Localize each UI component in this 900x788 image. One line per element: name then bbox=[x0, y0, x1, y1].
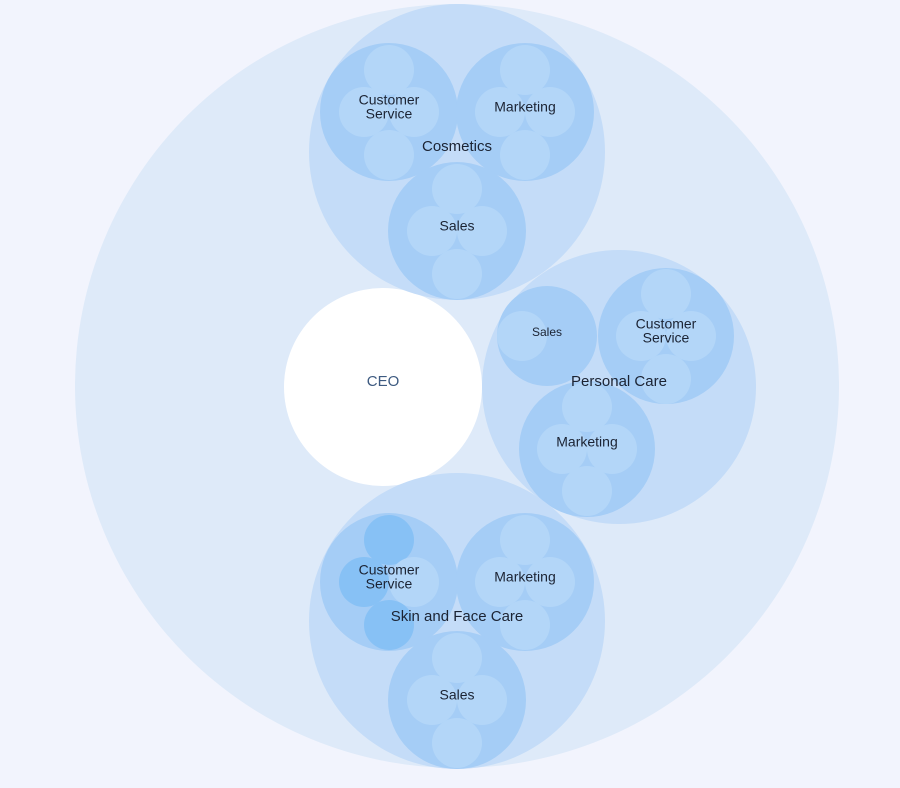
member-circle[interactable] bbox=[525, 557, 575, 607]
member-circle[interactable] bbox=[500, 130, 550, 180]
division-cosmetics[interactable]: Customer Service Marketing Sales Cosmeti… bbox=[309, 4, 605, 300]
division-personal-care[interactable]: Sales Customer Service Marketing Persona… bbox=[482, 250, 756, 524]
member-circle[interactable] bbox=[432, 249, 482, 299]
division-skin-and-face-care[interactable]: Customer Service Marketing Sales Skin an… bbox=[309, 473, 605, 769]
member-circle[interactable] bbox=[432, 718, 482, 768]
member-circle[interactable] bbox=[497, 311, 547, 361]
member-circle[interactable] bbox=[666, 311, 716, 361]
member-circle[interactable] bbox=[641, 269, 691, 319]
member-circle[interactable] bbox=[562, 382, 612, 432]
member-circle[interactable] bbox=[389, 87, 439, 137]
member-circle[interactable] bbox=[537, 424, 587, 474]
member-circle[interactable] bbox=[500, 600, 550, 650]
team-marketing[interactable]: Marketing bbox=[456, 43, 594, 181]
member-circle[interactable] bbox=[500, 515, 550, 565]
member-circle[interactable] bbox=[407, 675, 457, 725]
member-circle[interactable] bbox=[364, 600, 414, 650]
member-circle[interactable] bbox=[407, 206, 457, 256]
ceo-circle[interactable] bbox=[284, 288, 482, 486]
member-circle[interactable] bbox=[457, 675, 507, 725]
team-customer-service[interactable]: Customer Service bbox=[598, 268, 734, 404]
team-sales[interactable]: Sales bbox=[388, 631, 526, 769]
member-circle[interactable] bbox=[339, 87, 389, 137]
member-circle[interactable] bbox=[587, 424, 637, 474]
member-circle[interactable] bbox=[339, 557, 389, 607]
member-circle[interactable] bbox=[525, 87, 575, 137]
member-circle[interactable] bbox=[432, 633, 482, 683]
member-circle[interactable] bbox=[364, 515, 414, 565]
member-circle[interactable] bbox=[457, 206, 507, 256]
team-sales[interactable]: Sales bbox=[497, 286, 597, 386]
member-circle[interactable] bbox=[475, 557, 525, 607]
team-marketing[interactable]: Marketing bbox=[519, 381, 655, 517]
member-circle[interactable] bbox=[562, 466, 612, 516]
ceo-node[interactable]: CEO bbox=[284, 288, 482, 486]
team-customer-service[interactable]: Customer Service bbox=[320, 43, 458, 181]
member-circle[interactable] bbox=[475, 87, 525, 137]
member-circle[interactable] bbox=[616, 311, 666, 361]
member-circle[interactable] bbox=[364, 130, 414, 180]
team-customer-service[interactable]: Customer Service bbox=[320, 513, 458, 651]
member-circle[interactable] bbox=[364, 45, 414, 95]
team-marketing[interactable]: Marketing bbox=[456, 513, 594, 651]
member-circle[interactable] bbox=[389, 557, 439, 607]
team-sales[interactable]: Sales bbox=[388, 162, 526, 300]
member-circle[interactable] bbox=[500, 45, 550, 95]
member-circle[interactable] bbox=[432, 164, 482, 214]
member-circle[interactable] bbox=[641, 354, 691, 404]
